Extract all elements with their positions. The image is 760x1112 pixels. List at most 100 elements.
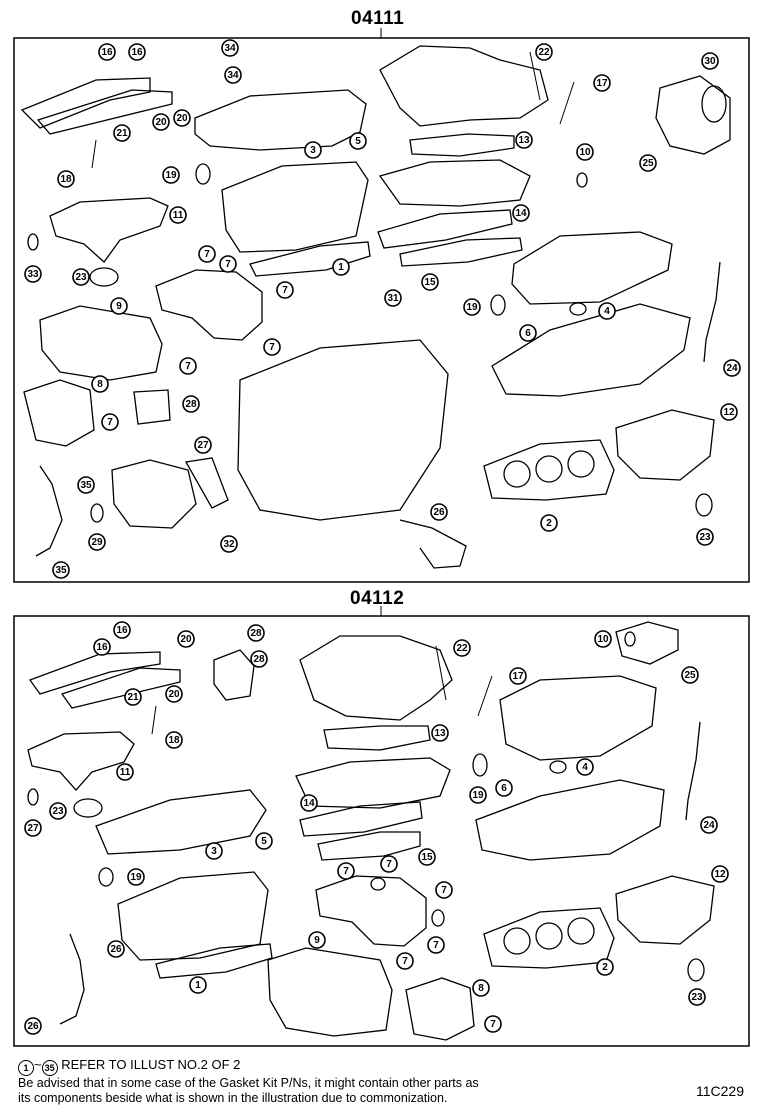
callout-number: 19 xyxy=(466,302,478,313)
exhaust-manifold xyxy=(615,875,715,945)
callout-circle xyxy=(535,43,553,61)
part-callout-11: 11 xyxy=(169,206,187,224)
gasket-ring xyxy=(89,267,119,287)
callout-number: 22 xyxy=(456,643,468,654)
callout-circle xyxy=(720,403,738,421)
gasket-strip xyxy=(399,237,523,267)
oil-pump-gasket xyxy=(111,459,197,529)
o-ring xyxy=(431,909,445,927)
callout-circle xyxy=(463,298,481,316)
bore xyxy=(535,455,563,483)
bore xyxy=(503,460,531,488)
oil-pan-gasket xyxy=(491,303,691,397)
callout-circle xyxy=(255,832,273,850)
part-callout-5: 5 xyxy=(255,832,273,850)
dipstick-guide xyxy=(685,721,701,821)
callout-number: 16 xyxy=(131,47,143,58)
seal xyxy=(549,760,567,774)
callout-number: 9 xyxy=(314,935,320,946)
exhaust-manifold xyxy=(49,197,169,263)
callout-circle xyxy=(128,43,146,61)
water-inlet xyxy=(615,621,679,665)
part-callout-2: 2 xyxy=(540,514,558,532)
callout-number: 8 xyxy=(97,379,103,390)
callout-circle xyxy=(179,357,197,375)
callout-number: 14 xyxy=(303,798,315,809)
rear-oil-seal-retainer xyxy=(655,75,731,155)
callout-circle xyxy=(116,763,134,781)
callout-number: 10 xyxy=(579,147,591,158)
part-callout-17: 17 xyxy=(593,74,611,92)
cylinder-head-gasket xyxy=(483,439,615,501)
callout-number: 2 xyxy=(546,518,552,529)
callout-circle xyxy=(101,413,119,431)
ref-start-callout: 1 xyxy=(18,1060,34,1076)
callout-circle xyxy=(276,281,294,299)
valve-stem xyxy=(529,51,541,101)
callout-number: 17 xyxy=(512,671,524,682)
callout-circle xyxy=(594,630,612,648)
part-callout-29: 29 xyxy=(88,533,106,551)
callout-number: 28 xyxy=(185,399,197,410)
callout-number: 2 xyxy=(602,962,608,973)
callout-number: 4 xyxy=(604,306,610,317)
part-callout-7: 7 xyxy=(337,862,355,880)
callout-number: 23 xyxy=(699,532,711,543)
callout-circle xyxy=(263,338,281,356)
callout-number: 20 xyxy=(180,634,192,645)
part-callout-27: 27 xyxy=(24,819,42,837)
part-callout-18: 18 xyxy=(57,170,75,188)
bore xyxy=(567,917,595,945)
callout-circle xyxy=(576,143,594,161)
gasket-strip xyxy=(317,831,421,861)
callout-number: 11 xyxy=(120,767,131,778)
callout-circle xyxy=(165,685,183,703)
part-callout-9: 9 xyxy=(110,297,128,315)
valve-stem xyxy=(477,675,493,717)
callout-number: 1 xyxy=(338,262,344,273)
callout-number: 25 xyxy=(684,670,696,681)
manifold-gasket xyxy=(323,725,431,751)
ref-end-callout: 35 xyxy=(41,1060,58,1076)
o-ring xyxy=(90,503,104,523)
part-callout-28: 28 xyxy=(247,624,265,642)
callout-circle xyxy=(519,324,537,342)
o-ring xyxy=(195,163,211,185)
callout-number: 7 xyxy=(441,885,447,896)
callout-circle xyxy=(418,848,436,866)
part-callout-14: 14 xyxy=(300,794,318,812)
valve-stem xyxy=(435,645,447,701)
callout-number: 9 xyxy=(116,301,122,312)
o-ring xyxy=(576,172,588,188)
callout-circle xyxy=(304,141,322,159)
part-callout-7: 7 xyxy=(435,881,453,899)
callout-circle xyxy=(453,639,471,657)
part-callout-35: 35 xyxy=(77,476,95,494)
surge-tank xyxy=(379,45,549,127)
part-callout-10: 10 xyxy=(576,143,594,161)
part-callout-8: 8 xyxy=(91,375,109,393)
callout-number: 33 xyxy=(27,269,39,280)
callout-circle xyxy=(435,881,453,899)
part-callout-12: 12 xyxy=(711,865,729,883)
callout-circle xyxy=(189,976,207,994)
callout-circle xyxy=(700,816,718,834)
part-callout-16: 16 xyxy=(128,43,146,61)
part-callout-16: 16 xyxy=(93,638,111,656)
part-callout-21: 21 xyxy=(124,688,142,706)
callout-circle xyxy=(337,862,355,880)
part-callout-20: 20 xyxy=(165,685,183,703)
callout-number: 6 xyxy=(525,328,531,339)
callout-number: 20 xyxy=(155,117,167,128)
part-callout-1: 1 xyxy=(189,976,207,994)
panel-frame-04112 xyxy=(13,615,750,1047)
part-callout-7: 7 xyxy=(219,255,237,273)
callout-circle xyxy=(221,39,239,57)
callout-circle xyxy=(219,255,237,273)
callout-number: 5 xyxy=(261,836,267,847)
callout-number: 7 xyxy=(204,249,210,260)
ref-tilde: ~ xyxy=(34,1057,42,1072)
callout-circle xyxy=(430,503,448,521)
part-callout-28: 28 xyxy=(182,395,200,413)
callout-number: 24 xyxy=(703,820,715,831)
